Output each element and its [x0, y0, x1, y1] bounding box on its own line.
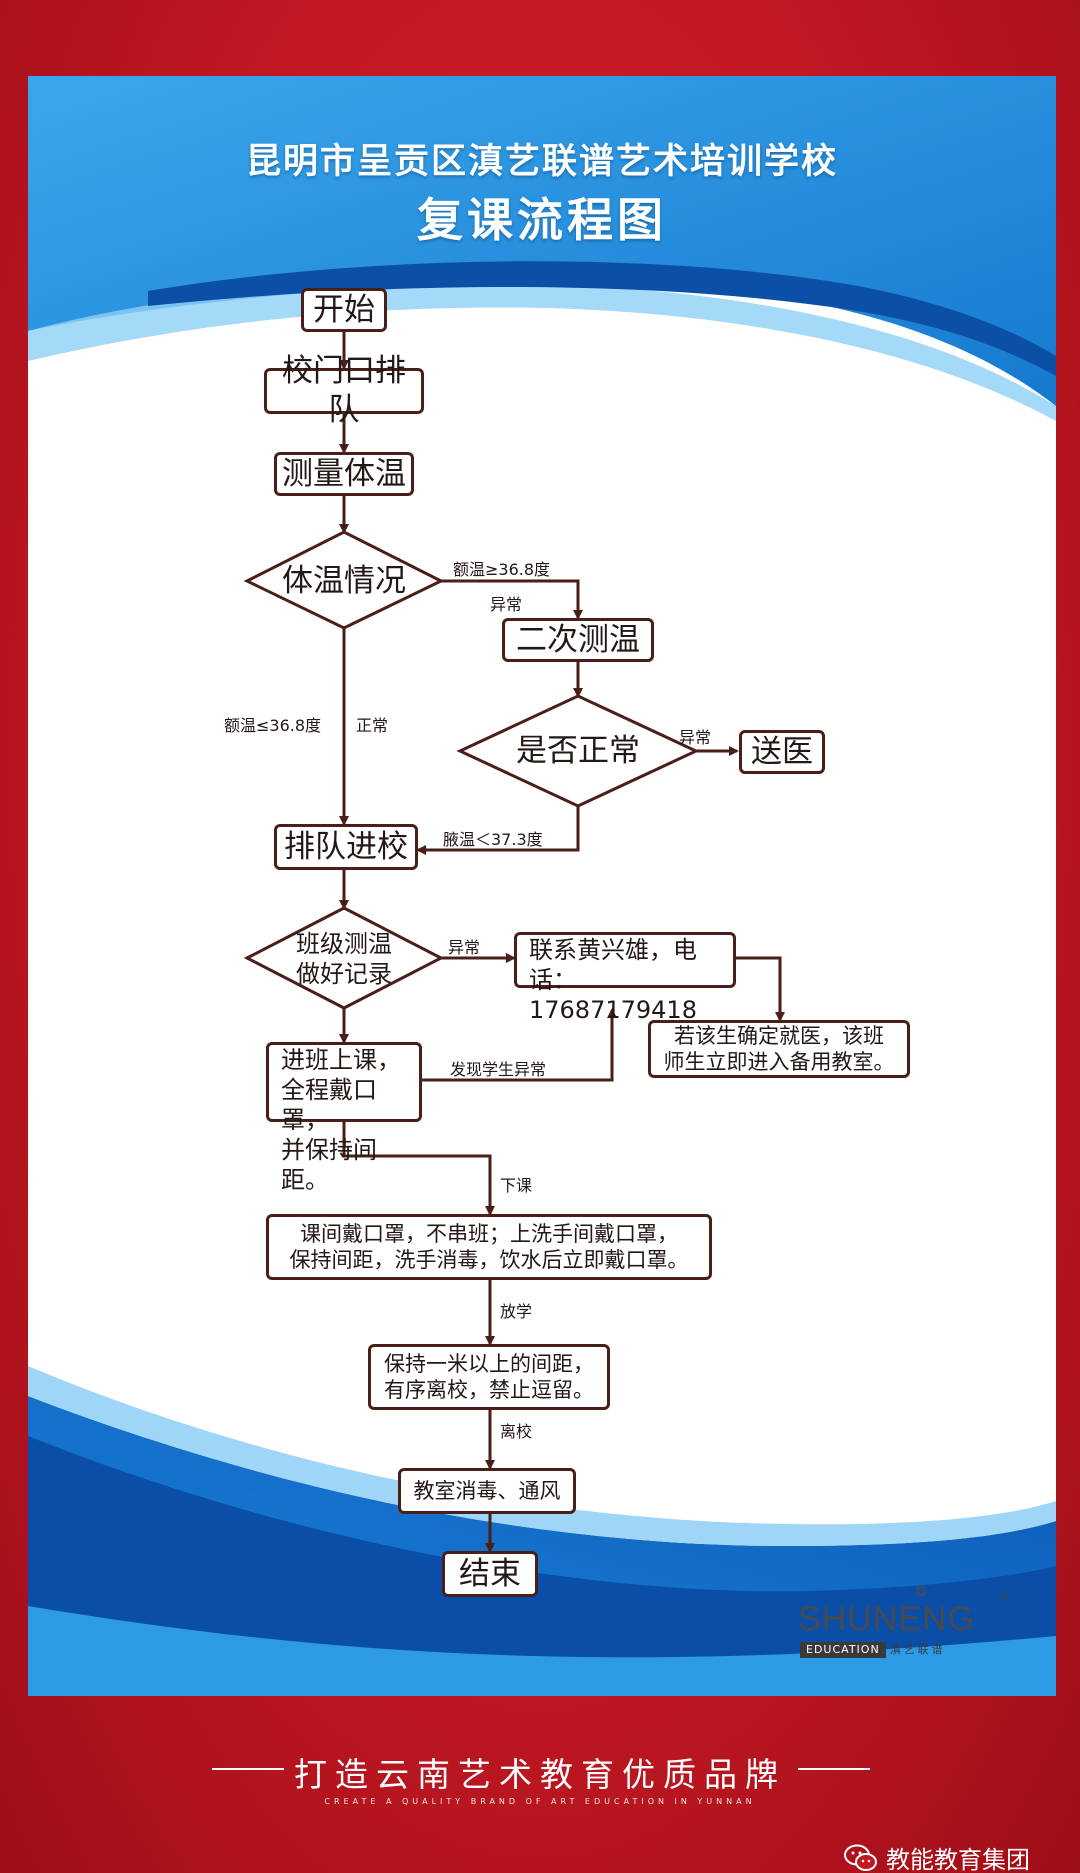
node-in-class: 进班上课， 全程戴口罩， 并保持间距。 [266, 1042, 422, 1194]
decision-is-normal-shape [456, 694, 700, 808]
node-contact: 联系黄兴雄，电话： 17687179418 [514, 932, 736, 1024]
label-normal: 正常 [356, 716, 389, 735]
slogan-divider-left [212, 1768, 284, 1770]
footer-slogan-en: CREATE A QUALITY BRAND OF ART EDUCATION … [324, 1797, 756, 1806]
wechat-account: 教能教育集团 [844, 1840, 1030, 1873]
edge-normal-enter [416, 806, 580, 855]
school-name-title: 昆明市呈贡区滇艺联谱艺术培训学校 [245, 142, 838, 182]
node-leave-school: 保持一米以上的间距， 有序离校，禁止逗留。 [368, 1344, 610, 1410]
node-start: 开始 [301, 288, 387, 332]
node-end: 结束 [442, 1551, 538, 1597]
label-abnormal-3: 异常 [448, 938, 481, 957]
bottom-banner-dark [28, 1436, 1056, 1696]
flowchart-title: 复课流程图 [417, 193, 667, 247]
edge-class-break [342, 1121, 495, 1216]
flowchart-connectors [243, 330, 785, 1553]
wechat-icon [844, 1844, 877, 1871]
node-disinfect: 教室消毒、通风 [398, 1468, 576, 1514]
node-second-measure: 二次测温 [502, 618, 654, 662]
logo-subtitle: EDUCATION 滇艺联谱 [800, 1642, 950, 1658]
edge-status-second [441, 579, 583, 620]
edge-class-contact [422, 1008, 617, 1082]
decision-temp-status-label: 体温情况 [282, 562, 406, 599]
logo-registered-mark: ® [998, 1590, 1010, 1604]
wechat-name: 教能教育集团 [886, 1846, 1030, 1873]
footer-slogan: 打造云南艺术教育优质品牌 [294, 1755, 786, 1794]
top-banner-wave [28, 76, 1056, 406]
logo-dot-icon [916, 1586, 926, 1596]
decision-temp-status-shape [243, 530, 445, 630]
top-banner-light [28, 281, 1056, 421]
label-after-class: 下课 [500, 1176, 533, 1195]
logo-sub-cn: 滇艺联谱 [889, 1643, 946, 1656]
logo-sub-en: EDUCATION [800, 1642, 886, 1658]
label-forehead-high: 额温≥36.8度 [453, 560, 551, 579]
label-abnormal-1: 异常 [490, 595, 523, 614]
decision-is-normal-label: 是否正常 [516, 732, 640, 769]
label-armpit: 腋温＜37.3度 [443, 830, 543, 849]
node-enter-school: 排队进校 [274, 824, 418, 870]
label-found-abnormal: 发现学生异常 [450, 1060, 547, 1079]
shuneng-logo: SHUNENG ® EDUCATION 滇艺联谱 [798, 1586, 1018, 1666]
slogan-divider-right [798, 1768, 870, 1770]
node-send-hospital: 送医 [739, 730, 825, 774]
poster-background [28, 76, 1056, 1696]
decision-class-temp-shape [243, 906, 445, 1010]
label-forehead-low: 额温≤36.8度 [224, 716, 322, 735]
poster-panel: 昆明市呈贡区滇艺联谱艺术培训学校 复课流程图 [28, 76, 1056, 1696]
node-isolate: 若该生确定就医，该班 师生立即进入备用教室。 [648, 1020, 910, 1078]
edge-contact-isolate [735, 956, 785, 1022]
label-leave-school: 离校 [500, 1422, 533, 1441]
bottom-banner-stripe [28, 1606, 1056, 1696]
node-break-rules: 课间戴口罩，不串班；上洗手间戴口罩， 保持间距，洗手消毒，饮水后立即戴口罩。 [266, 1214, 712, 1280]
node-queue-gate: 校门口排队 [264, 353, 424, 428]
node-measure-temp: 测量体温 [274, 452, 414, 496]
label-school-out: 放学 [500, 1302, 533, 1321]
logo-brand: SHUNENG [798, 1600, 976, 1638]
decision-class-temp-label: 班级测温 做好记录 [296, 930, 392, 988]
top-banner-dark [148, 261, 1056, 376]
label-abnormal-2: 异常 [679, 728, 712, 747]
